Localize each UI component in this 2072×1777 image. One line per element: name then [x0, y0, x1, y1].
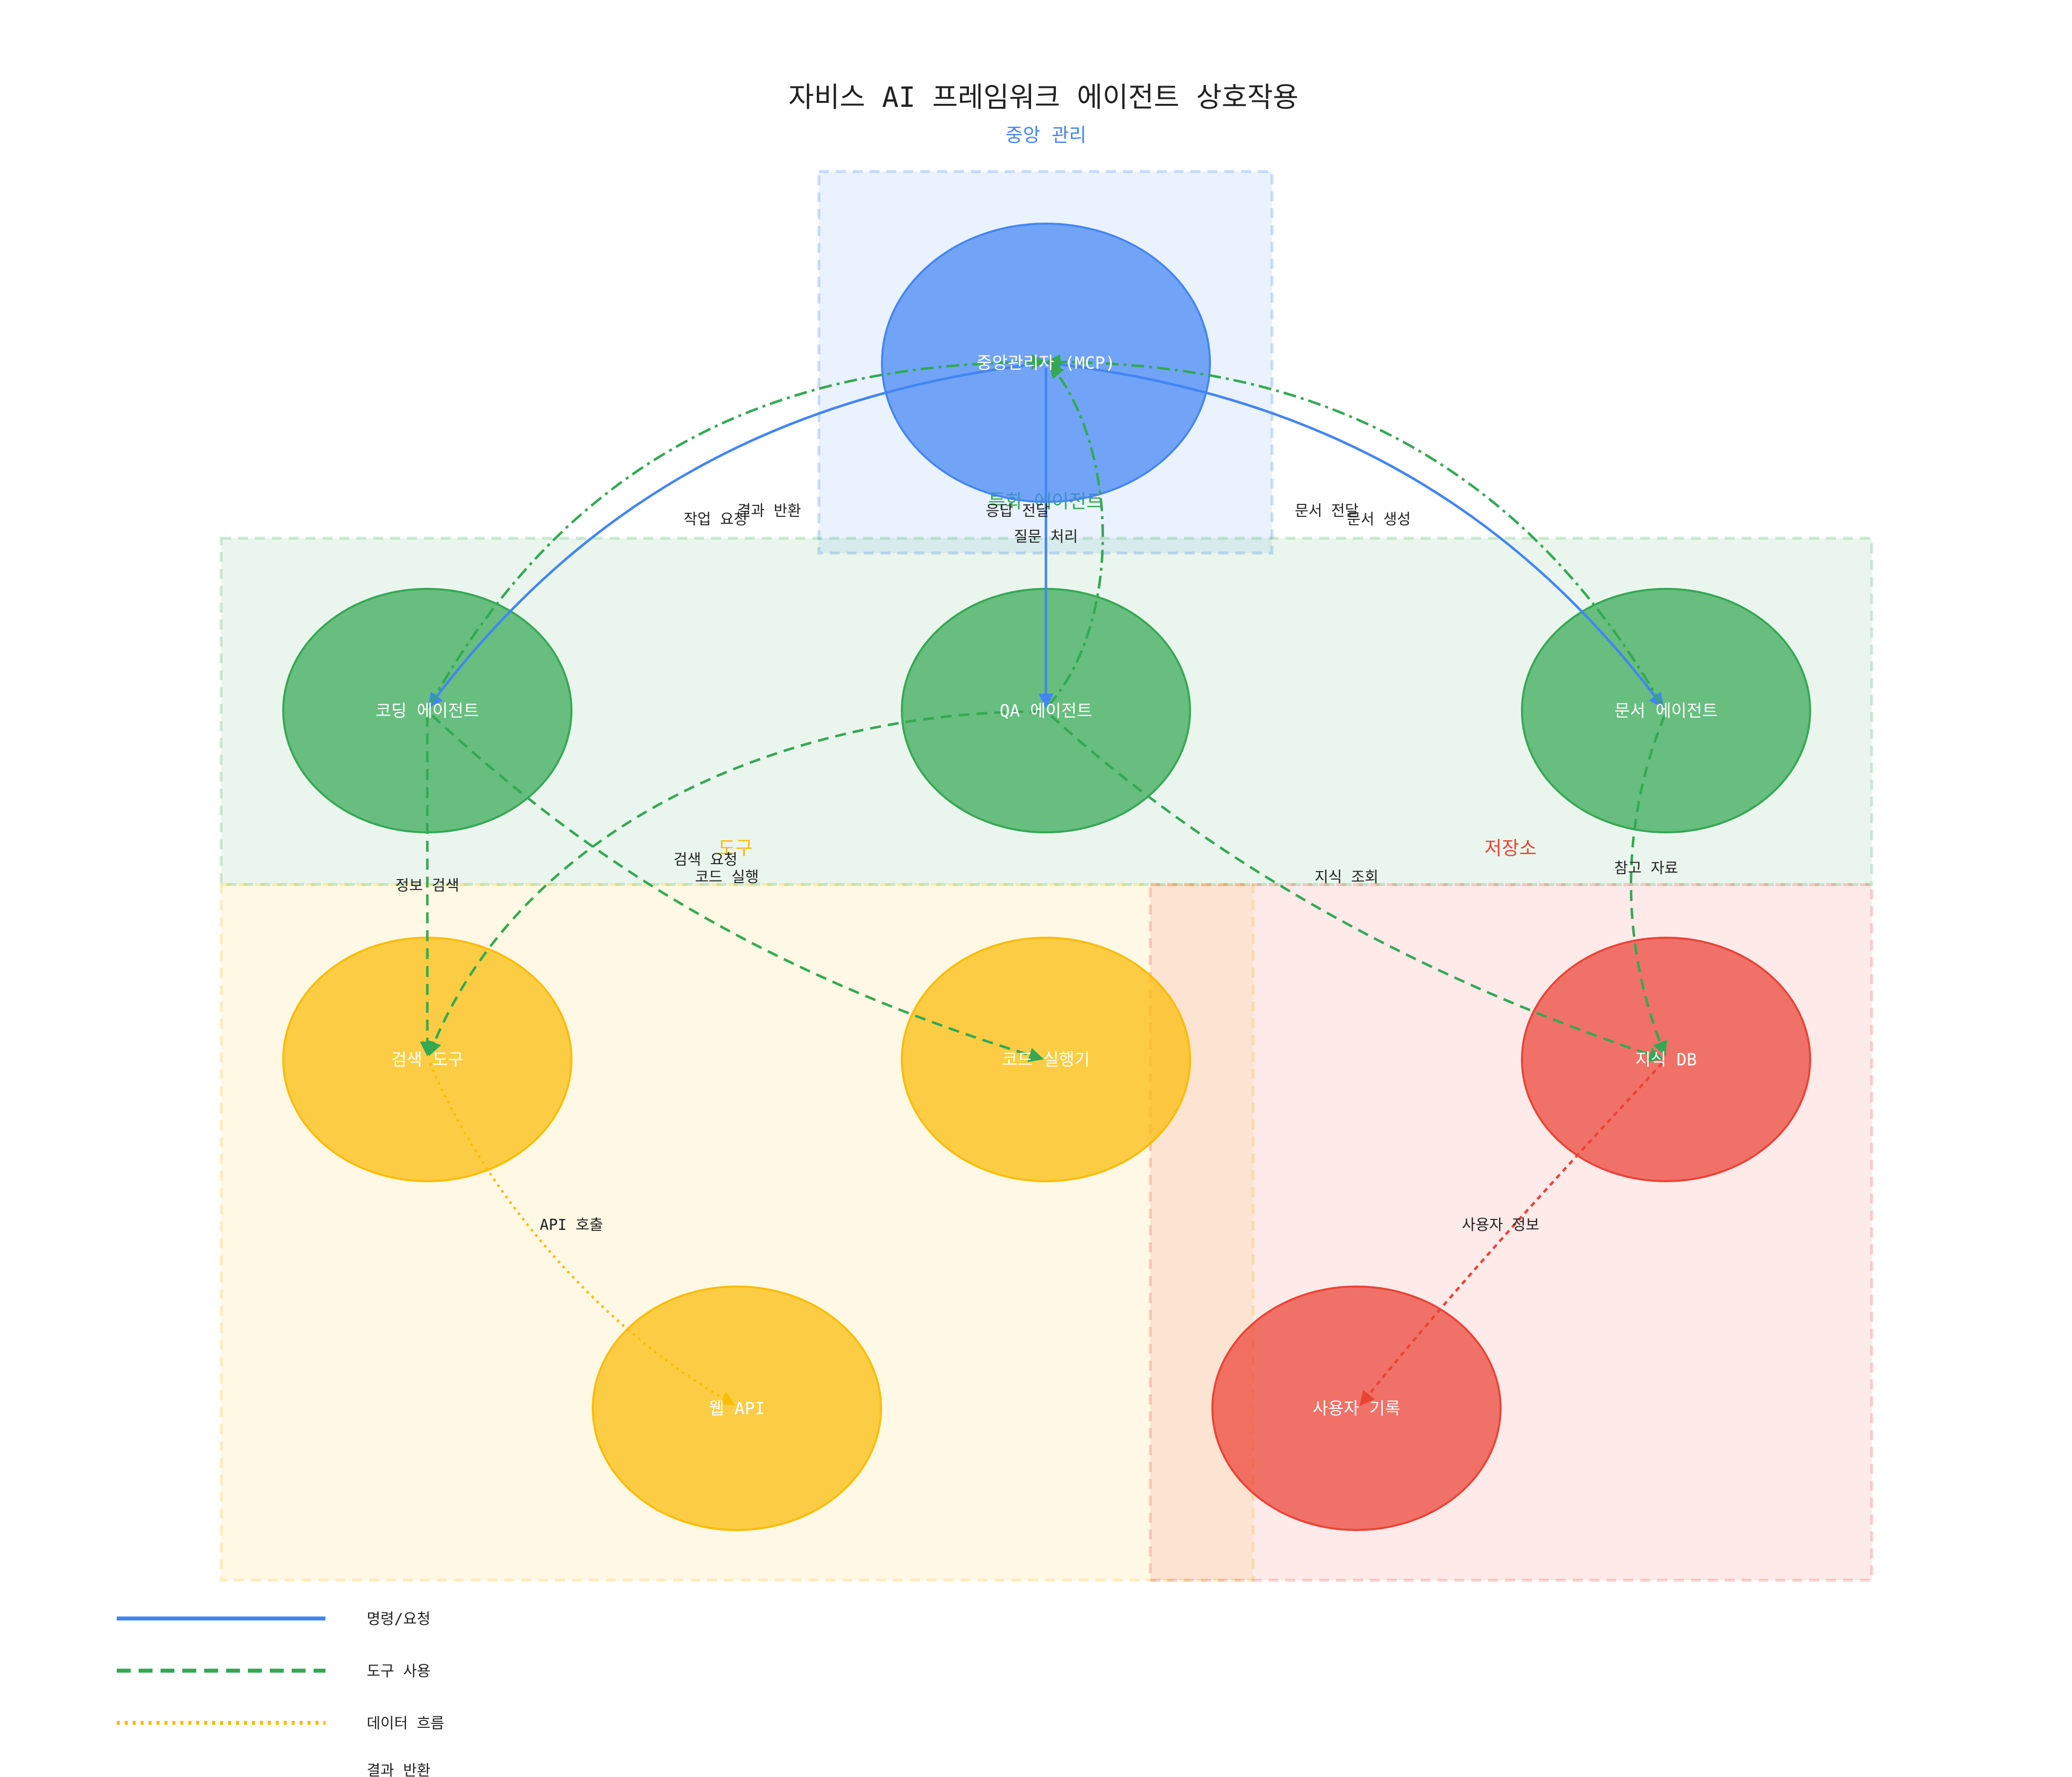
edge-knowledge-to-userrecords: [1359, 1062, 1663, 1406]
node-knowledge-db-label: 지식 DB: [1635, 1050, 1697, 1070]
node-web-api: [592, 1286, 882, 1531]
node-user-records-label: 사용자 기록: [1313, 1399, 1401, 1419]
edge-label-knowledge-query: 지식 조회: [1315, 869, 1378, 886]
edge-label-reference: 참고 자료: [1614, 860, 1678, 877]
edge-label-doc-create: 문서 생성: [1347, 511, 1411, 528]
node-web-api-label: 웹 API: [709, 1399, 765, 1419]
group-central-label: 중앙 관리: [1006, 124, 1087, 146]
edge-label-user-info: 사용자 정보: [1462, 1216, 1539, 1234]
edge-qa-to-search: [427, 710, 1041, 1056]
node-code-executor: [901, 937, 1191, 1182]
edge-coding-to-mcp: [428, 354, 1046, 707]
node-doc-agent: [1521, 588, 1811, 833]
group-tools-label: 도구: [718, 837, 753, 859]
legend-command-label: 명령/요청: [367, 1611, 430, 1628]
edge-label-task-request: 작업 요청: [684, 511, 747, 528]
node-user-records: [1211, 1286, 1502, 1531]
legend-result-return-label: 결과 반환: [367, 1762, 430, 1777]
edge-label-doc-delivery: 문서 전달: [1295, 502, 1358, 520]
legend-tool-use-label: 도구 사용: [367, 1663, 430, 1680]
node-knowledge-db: [1521, 937, 1811, 1182]
legend-data-flow-label: 데이터 흐름: [367, 1715, 444, 1732]
diagram-title: 자비스 AI 프레임워크 에이전트 상호작용: [789, 81, 1299, 114]
edge-doc-to-mcp: [1045, 354, 1664, 707]
legend: 명령/요청 도구 사용 데이터 흐름 결과 반환: [117, 1611, 444, 1777]
group-storage-label: 저장소: [1485, 837, 1537, 859]
node-code-executor-label: 코드 실행기: [1002, 1050, 1090, 1070]
edge-label-code-run: 코드 실행: [695, 869, 759, 886]
edge-qa-to-knowledge: [1050, 715, 1664, 1062]
edge-coding-to-executor: [431, 715, 1044, 1062]
edge-label-search-request: 검색 요청: [674, 851, 737, 869]
edge-mcp-to-coding: [428, 361, 1046, 708]
node-qa-agent-label: QA 에이전트: [1000, 701, 1093, 721]
node-mcp-label: 중앙관리자 (MCP): [976, 353, 1115, 373]
edge-search-to-webapi: [428, 1063, 736, 1405]
node-search-tool-label: 검색 도구: [391, 1050, 464, 1070]
edge-label-result-return: 결과 반환: [737, 502, 801, 520]
edge-mcp-to-doc: [1045, 361, 1664, 708]
edge-label-info-search: 정보 검색: [396, 877, 459, 894]
edge-label-answer-delivery: 응답 전달: [986, 502, 1049, 520]
edge-label-question-process: 질문 처리: [1014, 528, 1078, 546]
node-doc-agent-label: 문서 에이전트: [1614, 701, 1718, 721]
edge-label-api-call: API 호출: [540, 1216, 603, 1234]
edge-doc-to-knowledge: [1630, 715, 1667, 1056]
node-coding-agent-label: 코딩 에이전트: [376, 701, 479, 721]
edge-qa-to-mcp: [1047, 363, 1104, 707]
